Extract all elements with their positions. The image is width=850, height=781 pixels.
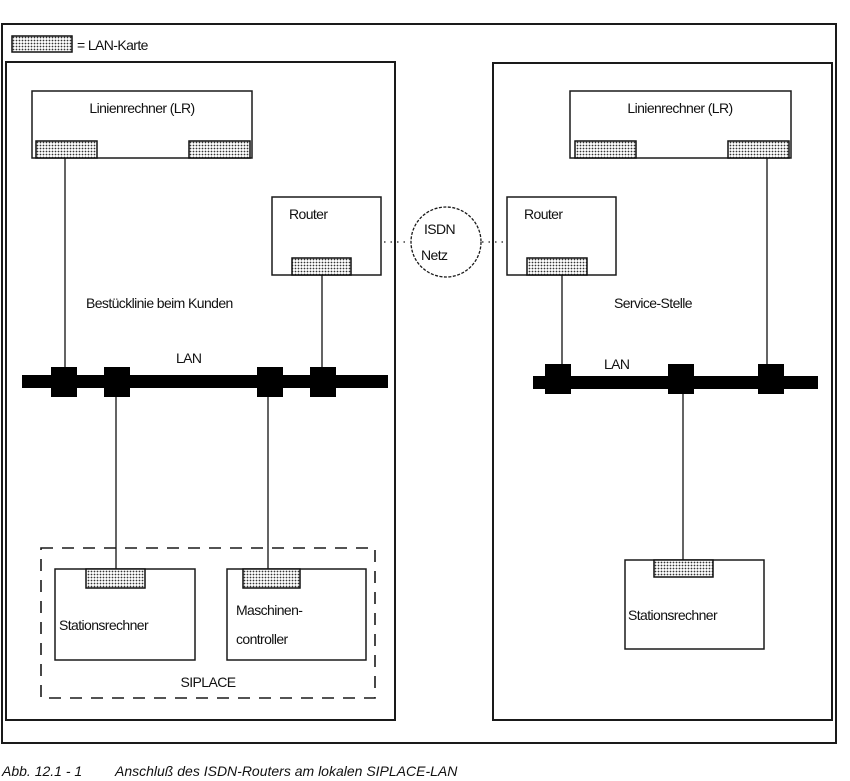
lan-card [243,569,300,588]
isdn-cloud-icon [411,207,481,277]
lan-card [654,560,713,577]
caption-number: Abb. 12.1 - 1 [1,763,82,779]
lan-card [189,141,250,158]
lan-card [86,569,145,588]
legend: = LAN-Karte [12,36,149,53]
machine-controller-label-line2: controller [236,631,289,647]
isdn-network: ISDN Netz [384,207,505,277]
left-station-computer-label: Stationsrechner [59,617,149,633]
caption-text: Anschluß des ISDN-Routers am lokalen SIP… [114,763,458,779]
right-router-label: Router [524,206,563,222]
lan-card [36,141,97,158]
left-lan-label: LAN [176,350,201,366]
lan-card [575,141,636,158]
left-line-computer-label: Linienrechner (LR) [89,100,194,116]
isdn-label-line1: ISDN [424,221,455,237]
right-lan-label: LAN [604,356,629,372]
lan-connector [104,367,130,397]
lan-card-legend-symbol [12,36,72,52]
right-site-panel: Linienrechner (LR) Router Service-Stelle… [493,63,832,720]
siplace-group: Stationsrechner Maschinen- controller SI… [41,548,375,698]
right-site-title: Service-Stelle [614,295,693,311]
isdn-label-line2: Netz [421,247,448,263]
right-station-computer-label: Stationsrechner [628,607,718,623]
lan-card [292,258,351,275]
right-station-computer: Stationsrechner [625,560,764,649]
lan-card [728,141,789,158]
lan-connector [668,364,694,394]
right-router: Router [507,197,616,275]
left-router-label: Router [289,206,328,222]
lan-connector [51,367,77,397]
lan-connector [545,364,571,394]
left-line-computer: Linienrechner (LR) [32,91,252,158]
right-line-computer: Linienrechner (LR) [570,91,791,158]
lan-card [527,258,587,275]
machine-controller-label-line1: Maschinen- [236,602,303,618]
figure-caption: Abb. 12.1 - 1 Anschluß des ISDN-Routers … [1,763,458,779]
left-site-title: Bestücklinie beim Kunden [86,295,233,311]
lan-connector [257,367,283,397]
legend-text: = LAN-Karte [77,37,149,53]
siplace-label: SIPLACE [181,674,236,690]
left-site-panel: Linienrechner (LR) Router Bestücklinie b… [6,62,395,720]
lan-connector [758,364,784,394]
right-line-computer-label: Linienrechner (LR) [627,100,732,116]
left-router: Router [272,197,381,275]
lan-connector [310,367,336,397]
